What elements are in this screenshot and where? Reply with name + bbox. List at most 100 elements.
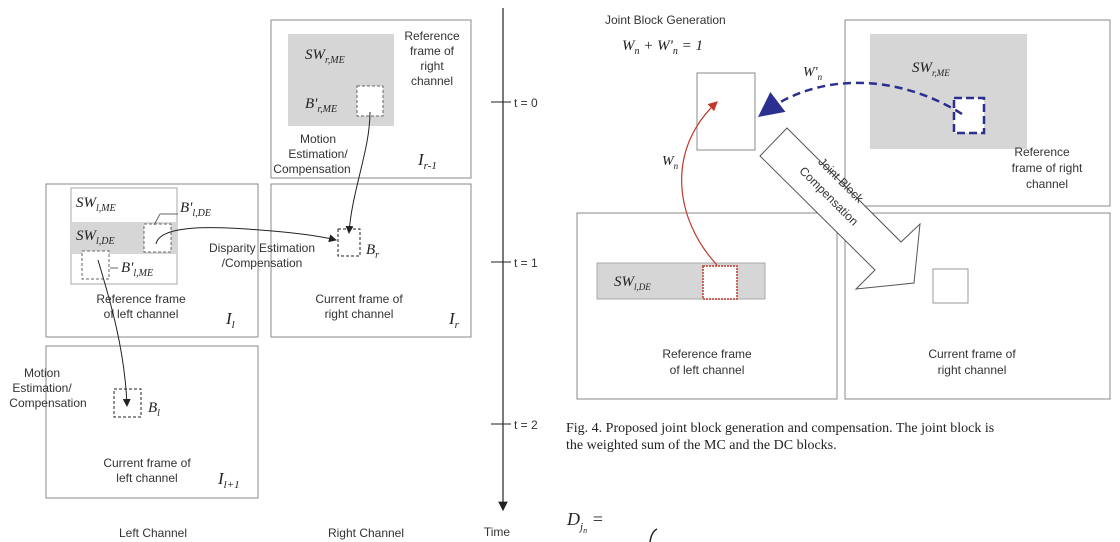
- svg-text:Il: Il: [225, 309, 235, 331]
- ref-right-label-2: frame of: [410, 44, 455, 58]
- svg-text:Il+1: Il+1: [217, 469, 240, 491]
- right-channel-label: Right Channel: [328, 526, 404, 540]
- ref-left-label-2: of left channel: [104, 307, 179, 321]
- de-label-1: Disparity Estimation: [209, 241, 315, 255]
- me-label-bot-1: Motion: [24, 366, 60, 380]
- frame-i-l-1-sub: l+1: [224, 479, 240, 491]
- svg-text:B'r,ME: B'r,ME: [305, 96, 337, 115]
- rb-cur-right-label-1: Current frame of: [928, 347, 1016, 361]
- svg-text:SWl,DE: SWl,DE: [614, 274, 651, 292]
- rb-sw-l-de-sub: l,DE: [634, 282, 651, 292]
- svg-text:SWr,ME: SWr,ME: [912, 60, 950, 78]
- frame-i-r-1: I: [417, 150, 425, 169]
- figure-caption-line-1: Fig. 4. Proposed joint block generation …: [566, 421, 994, 436]
- rb-ref-right-label-2: frame of right: [1012, 161, 1083, 175]
- b-r-me-sub: r,ME: [317, 104, 337, 115]
- frame-i-l: I: [225, 309, 233, 328]
- rb-sw-r-me-label: SW: [912, 60, 934, 76]
- svg-text:Ir: Ir: [448, 309, 460, 331]
- svg-text:SWr,ME: SWr,ME: [305, 47, 345, 66]
- svg-text:SWl,ME: SWl,ME: [76, 195, 116, 214]
- joint-block-title: Joint Block Generation: [605, 13, 726, 27]
- frame-i-r: I: [448, 309, 456, 328]
- time-axis-label: Time: [484, 525, 511, 539]
- ref-frame-right-t0: SWr,ME B'r,ME Reference frame of right c…: [270, 19, 472, 179]
- label-t0: t = 0: [514, 96, 538, 110]
- rb-ref-right-label-3: channel: [1026, 177, 1068, 191]
- rb-block-red: [702, 265, 738, 300]
- cur-frame-left-t2: Bl Current frame of left channel Il+1: [45, 345, 259, 499]
- weight-equation: Wn + W'n = 1: [622, 38, 703, 57]
- svg-text:Ir-1: Ir-1: [417, 150, 437, 172]
- rb-ref-left-label-1: Reference frame: [662, 347, 752, 361]
- rb-ref-frame-left: SWl,DE Reference frame of left channel: [576, 212, 838, 400]
- sw-l-me-sub: l,ME: [96, 203, 116, 214]
- de-label-2: /Compensation: [222, 256, 303, 270]
- ref-left-label-1: Reference frame: [96, 292, 186, 306]
- b-r-me-label: B': [305, 96, 318, 112]
- block-b-r: [337, 228, 361, 257]
- rb-block-blue: [952, 96, 986, 135]
- ref-right-label-4: channel: [411, 74, 453, 88]
- block-b-prime-l-de: [143, 223, 172, 253]
- block-b-prime-r-me: [356, 85, 384, 117]
- b-r-sub: r: [375, 250, 379, 261]
- svg-text:SWl,DE: SWl,DE: [76, 228, 115, 247]
- b-l-de-sub: l,DE: [192, 208, 211, 219]
- rb-search-window-r-me: [870, 34, 1027, 149]
- frame-i-r-1-sub: r-1: [424, 160, 437, 172]
- formula-d-jn: Djn =: [566, 509, 604, 535]
- sw-r-me-label: SW: [305, 47, 327, 63]
- left-channel-label: Left Channel: [119, 526, 187, 540]
- cur-left-label-1: Current frame of: [103, 456, 191, 470]
- b-l-sub: l: [157, 408, 160, 419]
- b-l-de-label: B': [180, 200, 193, 216]
- me-label-bot-3: Compensation: [9, 396, 86, 410]
- block-b-prime-l-me: [81, 250, 110, 280]
- formula-brace-fragment: [649, 528, 658, 542]
- cur-left-label-2: left channel: [116, 471, 177, 485]
- me-label-top-1: Motion: [300, 132, 336, 146]
- frame-i-r-sub: r: [455, 319, 460, 331]
- svg-text:Bl: Bl: [148, 400, 160, 419]
- joint-compensation-arrow: [759, 127, 921, 290]
- w-prime-label: W'n: [803, 65, 823, 82]
- svg-text:B'l,ME: B'l,ME: [121, 260, 153, 279]
- blue-arrow-w-prime: [758, 81, 963, 118]
- w-n-label: Wn: [662, 154, 679, 171]
- me-label-bot-2: Estimation/: [12, 381, 72, 395]
- sw-r-me-sub: r,ME: [325, 55, 345, 66]
- b-l-label: B: [148, 400, 157, 416]
- block-b-l: [113, 388, 142, 418]
- rb-cur-right-label-2: right channel: [938, 363, 1007, 377]
- cur-frame-right-t1: Br Current frame of right channel Ir: [270, 183, 472, 338]
- rb-ref-right-label-1: Reference: [1014, 145, 1070, 159]
- svg-text:B'l,DE: B'l,DE: [180, 200, 211, 219]
- frame-i-l-1: I: [217, 469, 225, 488]
- rb-sw-l-de-label: SW: [614, 274, 636, 290]
- sw-l-de-label: SW: [76, 228, 98, 244]
- me-label-top-2: Estimation/: [288, 147, 348, 161]
- arrow-me-right: [345, 111, 371, 234]
- figure-caption-line-2: the weighted sum of the MC and the DC bl…: [566, 438, 837, 453]
- arrow-de: [155, 227, 337, 245]
- frame-i-l-sub: l: [232, 319, 235, 331]
- me-label-top-3: Compensation: [273, 162, 350, 176]
- svg-text:Br: Br: [366, 242, 379, 261]
- rb-sw-r-me-sub: r,ME: [932, 68, 950, 78]
- label-t2: t = 2: [514, 418, 538, 432]
- rb-cur-block: [932, 268, 969, 304]
- b-l-me-sub: l,ME: [133, 268, 153, 279]
- cur-right-label-2: right channel: [325, 307, 394, 321]
- red-arrow-w-n: [681, 101, 718, 266]
- rb-ref-left-label-2: of left channel: [670, 363, 745, 377]
- arrow-me-left: [97, 259, 131, 407]
- joint-block: [696, 72, 756, 151]
- ref-right-label-3: right: [420, 59, 444, 73]
- label-t1: t = 1: [514, 256, 538, 270]
- b-l-me-label: B': [121, 260, 134, 276]
- b-r-label: B: [366, 242, 375, 258]
- rb-ref-frame-right: SWr,ME Reference frame of right channel: [844, 19, 1111, 207]
- sw-l-me-label: SW: [76, 195, 98, 211]
